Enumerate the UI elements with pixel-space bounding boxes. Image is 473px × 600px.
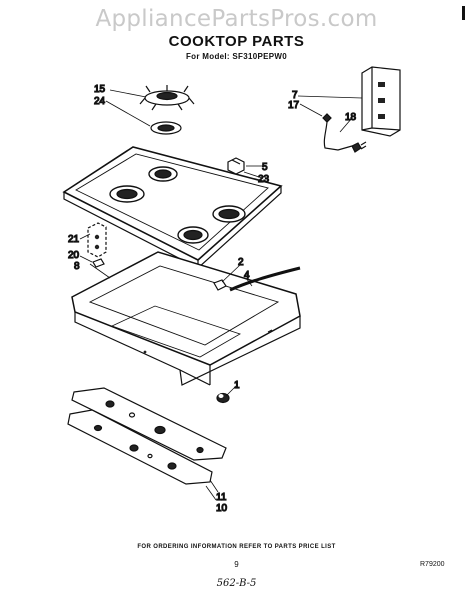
burner-tube-part[interactable] [213,266,301,292]
callout-2: 2 [238,257,244,268]
terminal-block-bracket-part[interactable] [361,66,401,137]
callout-8: 8 [74,261,80,272]
power-lead-part[interactable] [322,113,367,153]
cooktop-panel-part[interactable] [62,146,283,269]
callout-7: 7 [292,90,298,101]
callout-5: 5 [262,162,268,173]
spark-switch-part[interactable] [92,258,105,268]
valve-bracket-part[interactable] [87,222,107,258]
burner-box-part[interactable] [71,251,301,386]
ordering-info-note: FOR ORDERING INFORMATION REFER TO PARTS … [137,544,336,550]
watermark: AppliancePartsPros.com [95,6,378,32]
callout-24: 24 [94,96,106,107]
callout-1: 1 [234,380,240,391]
handwritten-note: 562-B-5 [216,578,257,589]
trim-strip-part[interactable] [67,409,213,485]
callout-23: 23 [258,174,270,185]
callout-15: 15 [94,84,106,95]
callout-10: 10 [216,503,228,514]
burner-cap-part[interactable] [139,85,195,111]
page-title: COOKTOP PARTS [168,33,305,50]
callout-11: 11 [216,492,227,503]
callout-17: 17 [288,100,300,111]
hinge-clip-part[interactable] [227,157,245,175]
model-subtitle: For Model: SF310PEPW0 [186,52,287,61]
corner-mark [462,6,465,20]
callout-4: 4 [244,270,250,281]
callout-18: 18 [345,112,357,123]
burner-ring-part[interactable] [150,121,182,135]
callout-20: 20 [68,250,80,261]
page-number: 9 [234,560,239,569]
callout-21: 21 [68,234,80,245]
leader-lines [79,89,363,501]
manifold-panel-part[interactable] [71,387,227,461]
document-code: R79200 [420,561,445,568]
